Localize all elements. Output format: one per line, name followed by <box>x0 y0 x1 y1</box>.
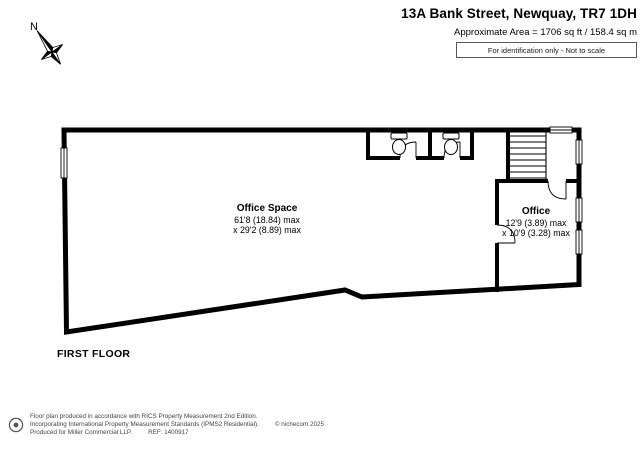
interior-walls <box>366 128 581 292</box>
approximate-area: Approximate Area = 1706 sq ft / 158.4 sq… <box>454 27 637 38</box>
footer-line1: Floor plan produced in accordance with R… <box>30 413 258 421</box>
office-side-door <box>496 224 516 244</box>
office-top-door <box>547 180 567 200</box>
room-name: Office <box>521 206 551 217</box>
toilet-icon <box>444 139 458 155</box>
nichecom-logo-icon <box>8 418 24 433</box>
room-dimensions: x 10'9 (3.28) max <box>502 227 570 238</box>
floor-label: FIRST FLOOR <box>57 348 131 360</box>
room-label-office-space: Office Space 61'8 (18.84) max x 29'2 (8.… <box>197 203 337 235</box>
footer-copyright: © nichecom 2025 <box>274 421 325 429</box>
disclaimer-text: For identification only - Not to scale <box>487 45 606 55</box>
room-dimensions: 12'9 (3.89) max <box>505 217 567 228</box>
footer-ref: REF: 1400917 <box>148 429 189 437</box>
room-label-office: Office 12'9 (3.89) max x 10'9 (3.28) max <box>494 206 578 238</box>
compass-north-label: N <box>30 21 38 33</box>
toilet-icons <box>390 132 460 155</box>
property-title: 13A Bank Street, Newquay, TR7 1DH <box>401 6 637 21</box>
staircase <box>510 130 547 179</box>
room-dimensions: 61'8 (18.84) max <box>234 214 300 225</box>
toilet-icon <box>392 139 406 155</box>
footer-text: Floor plan produced in accordance with R… <box>30 413 324 437</box>
toilet-icon <box>442 132 460 140</box>
disclaimer-box: For identification only - Not to scale <box>456 42 637 58</box>
room-dimensions: x 29'2 (8.89) max <box>233 224 301 235</box>
toilet-icon <box>390 132 408 140</box>
room-name: Office Space <box>236 203 298 214</box>
footer: Floor plan produced in accordance with R… <box>8 413 324 437</box>
door-swings <box>399 141 567 244</box>
footer-line2: Incorporating International Property Mea… <box>30 421 259 429</box>
outer-wall <box>61 127 582 335</box>
compass-rose-icon: N <box>30 21 63 65</box>
footer-line3: Produced for Miller Commercial LLP. <box>30 429 133 437</box>
window-symbols <box>60 126 583 255</box>
